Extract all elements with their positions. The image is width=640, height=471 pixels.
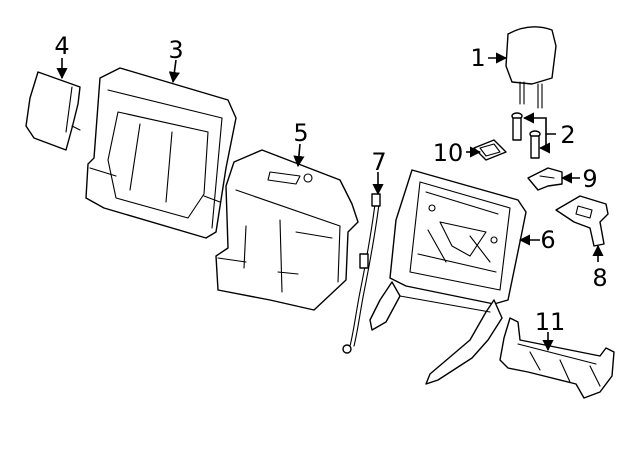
callout-labels: 4 3 5 7 6 1 2 10 9 8 11 bbox=[54, 32, 607, 336]
callout-9: 9 bbox=[582, 165, 597, 193]
callout-6: 6 bbox=[540, 226, 555, 254]
callout-11: 11 bbox=[535, 308, 566, 336]
cushion-cover-part bbox=[85, 67, 237, 239]
headrest-part bbox=[505, 26, 557, 109]
callout-2: 2 bbox=[560, 121, 575, 149]
callout-10: 10 bbox=[433, 139, 464, 167]
callout-3: 3 bbox=[168, 36, 183, 64]
callout-1: 1 bbox=[470, 44, 485, 72]
clip-part bbox=[527, 167, 563, 191]
callout-5: 5 bbox=[293, 119, 308, 147]
leader-lines bbox=[56, 52, 604, 352]
callout-7: 7 bbox=[371, 148, 386, 176]
callout-8: 8 bbox=[592, 264, 607, 292]
back-panel-part bbox=[215, 149, 359, 311]
leader-5 bbox=[293, 143, 305, 168]
headrest-guide-part bbox=[511, 112, 541, 159]
leader-3 bbox=[168, 59, 180, 84]
bezel-part bbox=[473, 139, 507, 161]
seatback-frame-part bbox=[369, 169, 527, 385]
callout-4: 4 bbox=[54, 32, 69, 60]
leader-2a bbox=[522, 112, 556, 135]
hinge-cover-part bbox=[555, 195, 609, 247]
leader-2b bbox=[538, 134, 551, 154]
side-pad-part bbox=[25, 71, 81, 151]
